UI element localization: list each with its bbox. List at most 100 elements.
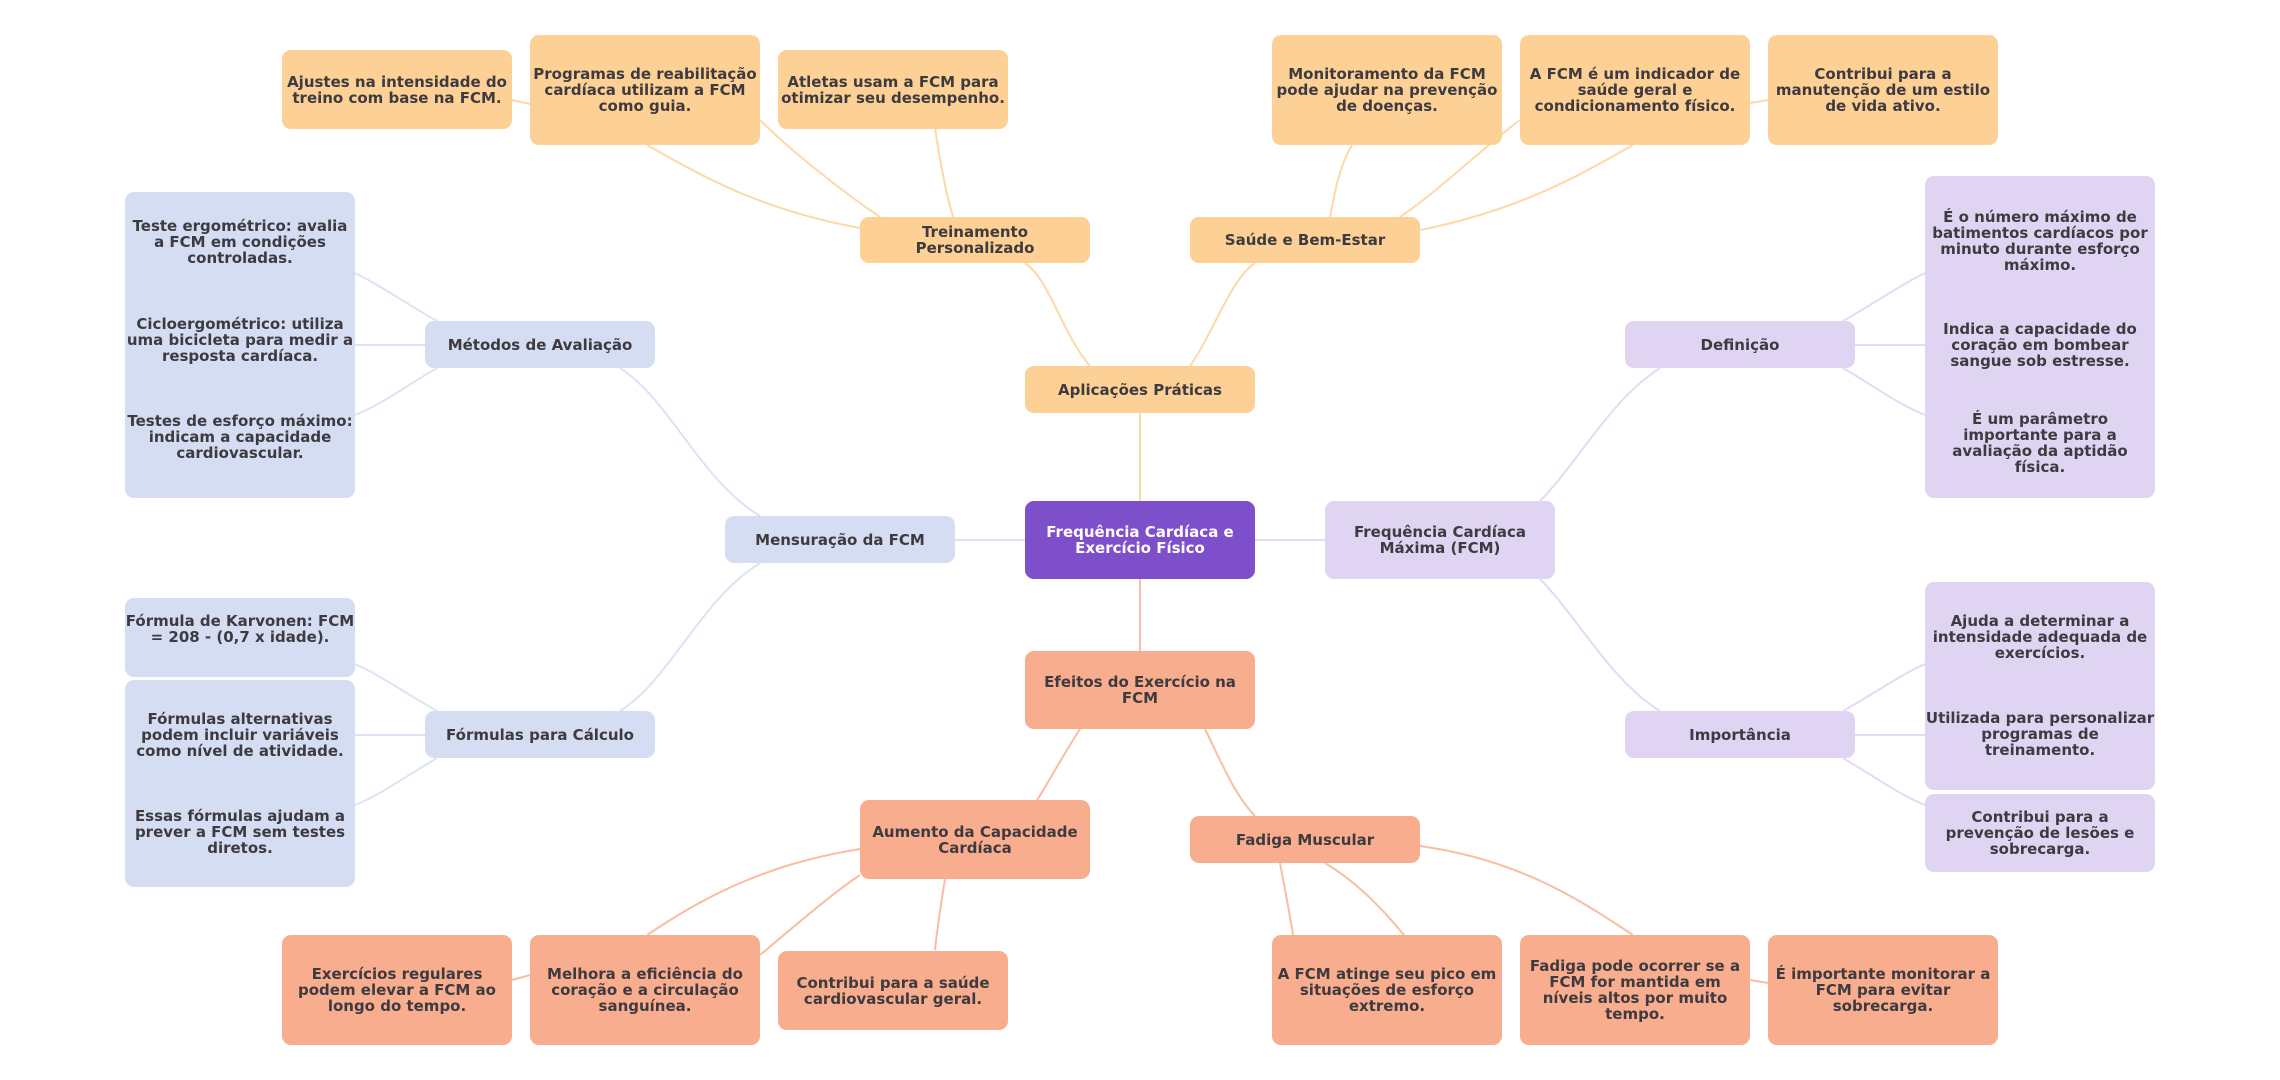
node-label: Fadiga Muscular [1235, 830, 1375, 849]
leaf-importancia-3-box: Contribui para a prevenção de lesões e s… [1925, 794, 2155, 872]
edge-metodos-leaf1 [354, 272, 438, 322]
edge-mensuracao-formulas [619, 562, 761, 712]
node-label: Fórmulas para Cálculo [446, 725, 634, 744]
node-treinamento-personalizado[interactable]: Treinamento Personalizado [860, 217, 1090, 263]
leaf-label: Contribui para a saúde cardiovascular ge… [796, 973, 990, 1008]
root-node[interactable]: Frequência Cardíaca e Exercício Físico [1025, 501, 1255, 579]
node-saude-bem-estar[interactable]: Saúde e Bem-Estar [1190, 217, 1420, 263]
leaf-aumento-1[interactable]: Exercícios regulares podem elevar a FCM … [282, 935, 512, 1045]
leaf-label: Contribui para a manutenção de um estilo… [1775, 65, 1991, 115]
leaf-label: Utilizada para personalizar programas de… [1925, 709, 2155, 759]
node-definicao[interactable]: Definição [1625, 321, 1855, 368]
leaf-label: Testes de esforço máximo: indicam a capa… [127, 412, 353, 462]
edge-fadiga-leaf3 [1419, 845, 1634, 936]
node-efeitos-exercicio[interactable]: Efeitos do Exercício na FCM [1025, 651, 1255, 729]
leaf-metodos-2[interactable]: Cicloergométrico: utiliza uma bicicleta … [125, 300, 355, 380]
leaf-label: Essas fórmulas ajudam a prever a FCM sem… [134, 807, 346, 857]
edge-aumento-leaf1 [646, 848, 861, 936]
edge-mensuracao-metodos [619, 367, 761, 517]
node-label: Frequência Cardíaca Máxima (FCM) [1353, 523, 1527, 557]
leaf-metodos-3[interactable]: Testes de esforço máximo: indicam a capa… [125, 397, 355, 477]
edge-importancia-leaf1 [1842, 663, 1926, 712]
leaf-importancia-1[interactable]: Ajuda a determinar a intensidade adequad… [1925, 597, 2155, 677]
edge-aumento-leaf3 [934, 878, 946, 951]
leaf-label: Contribui para a prevenção de lesões e s… [1945, 808, 2135, 858]
node-fadiga-muscular[interactable]: Fadiga Muscular [1190, 816, 1420, 863]
leaf-label: É um parâmetro importante para a avaliaç… [1952, 410, 2128, 476]
edge-formulas-leaf3 [354, 757, 438, 806]
node-frequencia-maxima[interactable]: Frequência Cardíaca Máxima (FCM) [1325, 501, 1555, 579]
leaf-treinamento-2[interactable]: Programas de reabilitação cardíaca utili… [530, 35, 760, 145]
node-mensuracao-fcm[interactable]: Mensuração da FCM [725, 516, 955, 563]
leaf-aumento-2[interactable]: Melhora a eficiência do coração e a circ… [530, 935, 760, 1045]
leaf-importancia-2[interactable]: Utilizada para personalizar programas de… [1925, 694, 2155, 774]
node-importancia[interactable]: Importância [1625, 711, 1855, 758]
leaf-label: Programas de reabilitação cardíaca utili… [533, 65, 757, 115]
leaf-fadiga-1[interactable]: A FCM atinge seu pico em situações de es… [1272, 935, 1502, 1045]
leaf-label: É o número máximo de batimentos cardíaco… [1932, 208, 2148, 274]
node-formulas-calculo[interactable]: Fórmulas para Cálculo [425, 711, 655, 758]
leaf-fadiga-3[interactable]: É importante monitorar a FCM para evitar… [1768, 935, 1998, 1045]
node-label: Importância [1689, 725, 1791, 744]
leaf-label: Monitoramento da FCM pode ajudar na prev… [1276, 65, 1498, 115]
leaf-group-definicao: É o número máximo de batimentos cardíaco… [1925, 176, 2155, 498]
leaf-label: Fórmulas alternativas podem incluir vari… [136, 710, 344, 760]
edge-treinamento-leaf1 [646, 144, 861, 229]
leaf-label: Indica a capacidade do coração em bombea… [1943, 320, 2137, 370]
leaf-label: Fadiga pode ocorrer se a FCM for mantida… [1529, 957, 1741, 1023]
edge-importancia-leaf3 [1842, 757, 1926, 806]
edge-saude-contribui [1749, 99, 1769, 104]
edge-treinamento-ajustes [511, 99, 531, 105]
node-metodos-avaliacao[interactable]: Métodos de Avaliação [425, 321, 655, 368]
leaf-treinamento-3[interactable]: Atletas usam a FCM para otimizar seu des… [778, 50, 1008, 129]
leaf-importancia-3[interactable]: Contribui para a prevenção de lesões e s… [1925, 794, 2155, 872]
edge-treinamento-leaf3 [934, 127, 954, 218]
edge-definicao-leaf3 [1842, 367, 1926, 416]
edge-aplicacoes-saude [1189, 262, 1256, 367]
leaf-saude-1[interactable]: Monitoramento da FCM pode ajudar na prev… [1272, 35, 1502, 145]
leaf-label: É importante monitorar a FCM para evitar… [1775, 965, 1991, 1015]
leaf-label: Melhora a eficiência do coração e a circ… [547, 965, 743, 1015]
edge-saude-leaf1 [1329, 144, 1353, 218]
edge-metodos-leaf3 [354, 367, 438, 416]
leaf-definicao-2[interactable]: Indica a capacidade do coração em bombea… [1925, 305, 2155, 385]
leaf-label: A FCM atinge seu pico em situações de es… [1277, 965, 1497, 1015]
node-aplicacoes-praticas[interactable]: Aplicações Práticas [1025, 366, 1255, 413]
node-label: Métodos de Avaliação [447, 335, 633, 354]
edge-saude-leaf2 [1399, 119, 1521, 218]
node-label: Efeitos do Exercício na FCM [1044, 673, 1236, 707]
leaf-label: Ajustes na intensidade do treino com bas… [287, 72, 507, 107]
edge-fcm-definicao [1539, 367, 1661, 502]
root-label: Frequência Cardíaca e Exercício Físico [1046, 523, 1234, 557]
edge-aumento-leaf2 [759, 874, 861, 956]
leaf-metodos-1[interactable]: Teste ergométrico: avalia a FCM em condi… [125, 202, 355, 282]
node-aumento-capacidade[interactable]: Aumento da Capacidade Cardíaca [860, 800, 1090, 879]
edge-efeitos-fadiga [1204, 728, 1256, 817]
leaf-definicao-3[interactable]: É um parâmetro importante para a avaliaç… [1925, 403, 2155, 483]
edge-definicao-leaf1 [1842, 272, 1926, 322]
node-label: Treinamento Personalizado [915, 223, 1035, 257]
edge-fcm-importancia [1539, 578, 1661, 712]
leaf-saude-3[interactable]: Contribui para a manutenção de um estilo… [1768, 35, 1998, 145]
leaf-saude-2[interactable]: A FCM é um indicador de saúde geral e co… [1520, 35, 1750, 145]
node-label: Aplicações Práticas [1058, 380, 1222, 399]
leaf-aumento-3[interactable]: Contribui para a saúde cardiovascular ge… [778, 951, 1008, 1030]
node-label: Definição [1700, 335, 1780, 354]
node-label: Mensuração da FCM [755, 530, 925, 549]
node-label: Aumento da Capacidade Cardíaca [872, 822, 1078, 857]
leaf-label: Exercícios regulares podem elevar a FCM … [298, 965, 496, 1015]
edge-efeitos-aumento [1036, 728, 1081, 801]
leaf-fadiga-2[interactable]: Fadiga pode ocorrer se a FCM for mantida… [1520, 935, 1750, 1045]
leaf-treinamento-1[interactable]: Ajustes na intensidade do treino com bas… [282, 50, 512, 129]
edge-fadiga-monitorar [1749, 979, 1769, 984]
leaf-formulas-3[interactable]: Essas fórmulas ajudam a prever a FCM sem… [125, 792, 355, 872]
leaf-label: Ajuda a determinar a intensidade adequad… [1932, 612, 2148, 662]
leaf-definicao-1[interactable]: É o número máximo de batimentos cardíaco… [1925, 201, 2155, 281]
leaf-group-formulas: Fórmulas alternativas podem incluir vari… [125, 680, 355, 887]
edge-fadiga-leaf1 [1279, 862, 1294, 936]
edge-formulas-leaf1 [354, 663, 438, 712]
leaf-formulas-2[interactable]: Fórmulas alternativas podem incluir vari… [125, 695, 355, 775]
leaf-group-importancia: Ajuda a determinar a intensidade adequad… [1925, 582, 2155, 790]
leaf-formulas-1[interactable]: Fórmula de Karvonen: FCM = 208 - (0,7 x … [125, 598, 355, 660]
